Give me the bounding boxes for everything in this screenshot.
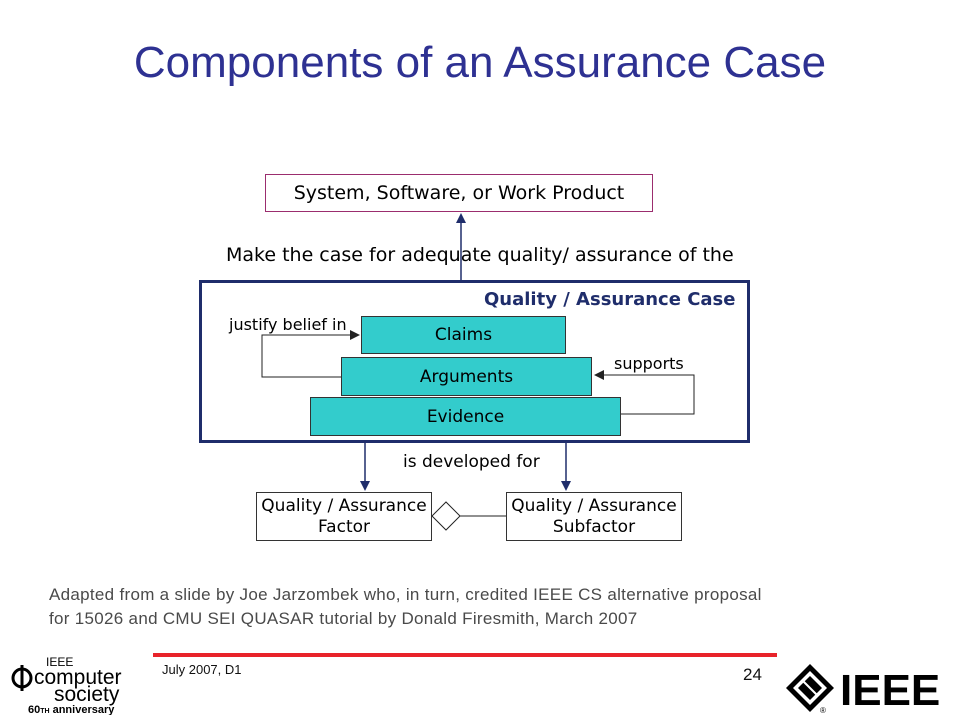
case-title: Quality / Assurance Case [484, 289, 736, 310]
supports-label: supports [614, 354, 684, 373]
credit-line1: Adapted from a slide by Joe Jarzombek wh… [49, 585, 762, 604]
composition-diamond [431, 501, 461, 531]
footer-date: July 2007, D1 [162, 662, 242, 677]
subfactor-line1: Quality / Assurance [511, 495, 677, 516]
credit-text: Adapted from a slide by Joe Jarzombek wh… [49, 583, 929, 631]
justify-label: justify belief in [229, 315, 347, 334]
ieee-logo-text: IEEE [840, 666, 940, 714]
arguments-layer: Arguments [341, 357, 592, 396]
computer-society-logo: IEEE computer society 60TH anniversary [6, 653, 134, 716]
supports-loop [594, 370, 695, 415]
footer-divider [153, 653, 777, 657]
cs-logo-line1: computer [34, 666, 122, 689]
factor-box: Quality / Assurance Factor [256, 492, 432, 541]
justify-loop [261, 330, 360, 378]
cs-logo-anniv-th: TH [40, 708, 49, 715]
evidence-layer: Evidence [310, 397, 621, 436]
ieee-diamond-icon: IEEE ® [786, 664, 940, 715]
computer-society-logo-icon: IEEE computer society 60TH anniversary [11, 655, 122, 716]
cs-logo-small: IEEE [46, 655, 73, 669]
work-product-box: System, Software, or Work Product [265, 174, 653, 212]
credit-line2: for 15026 and CMU SEI QUASAR tutorial by… [49, 609, 638, 628]
cs-logo-line2: society [54, 683, 120, 706]
developed-for-label: is developed for [403, 452, 540, 472]
page-number: 24 [743, 665, 762, 684]
make-case-text: Make the case for adequate quality/ assu… [226, 244, 734, 266]
claims-layer: Claims [361, 316, 566, 354]
assurance-case-frame [199, 280, 750, 443]
cs-logo-anniv-num: 60 [28, 704, 40, 715]
subfactor-box: Quality / Assurance Subfactor [506, 492, 682, 541]
slide-title: Components of an Assurance Case [133, 38, 827, 87]
ieee-logo-reg: ® [820, 706, 826, 714]
cs-logo-anniv-word: anniversary [53, 704, 116, 715]
ieee-logo: IEEE ® [784, 662, 956, 715]
factor-line2: Factor [317, 516, 371, 537]
factor-line1: Quality / Assurance [261, 495, 427, 516]
subfactor-line2: Subfactor [552, 516, 636, 537]
